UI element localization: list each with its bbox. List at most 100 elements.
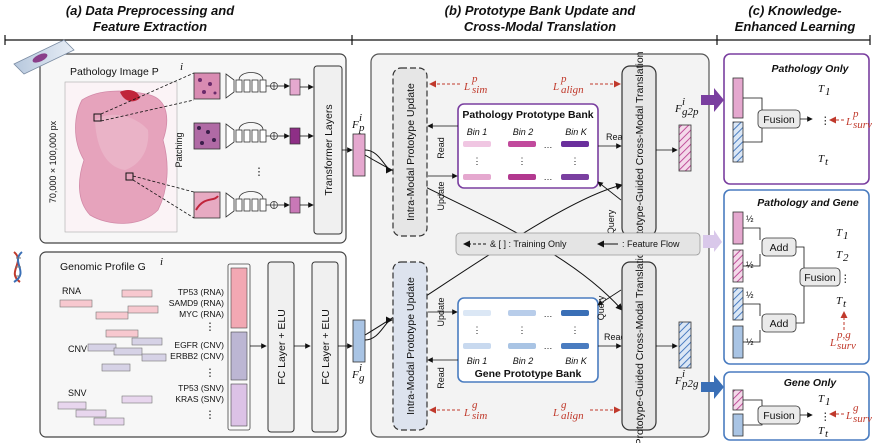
gene-only-title: Gene Only: [784, 377, 838, 389]
svg-text:⋮: ⋮: [571, 156, 580, 166]
update-label-p: Update: [436, 181, 446, 210]
loss-align-g: L: [552, 407, 559, 419]
loss-surv-p: L: [845, 116, 852, 128]
panel-a-pathology: Pathology Image P i 70,000 × 100,000 px …: [13, 39, 347, 244]
fg-sub: g: [359, 372, 365, 384]
panel-a-genomic: Genomic Profile G i RNA CNV SNV: [13, 251, 347, 438]
intra-modal-label-p: Intra-Modal Prototype Update: [405, 83, 417, 221]
intra-modal-label-g: Intra-Modal Prototype Update: [405, 277, 417, 415]
svg-text:surv: surv: [837, 340, 856, 352]
svg-text:g: g: [853, 402, 859, 414]
bin-label: Bin 1: [467, 356, 488, 366]
read-label-p2: Read: [606, 132, 628, 142]
rna-label: RNA: [62, 286, 81, 296]
svg-text:⋮: ⋮: [820, 411, 831, 423]
patch-ellipsis: ⋮: [254, 166, 265, 178]
patch-1: [193, 72, 221, 100]
translation-label-p: Prototype-Guided Cross-Modal Translation: [634, 51, 646, 250]
gene-names: TP53 (RNA) SAMD9 (RNA) MYC (RNA) EGFR (C…: [169, 287, 224, 421]
legend-training-only: & [ ] : Training Only: [490, 239, 567, 249]
fc-layer-2: [311, 261, 339, 433]
svg-text:t: t: [843, 298, 847, 310]
bin-label: Bin 2: [513, 127, 534, 137]
patch-2: [193, 122, 221, 150]
header-a-line2: Feature Extraction: [93, 19, 207, 34]
tissue-image: [64, 81, 178, 233]
fusion-label: Fusion: [763, 410, 795, 422]
update-label-g: Update: [436, 297, 446, 326]
snv-bars: [57, 395, 153, 426]
genomic-vector: [227, 263, 251, 431]
fp2g-sub: p2g: [681, 378, 699, 390]
svg-text:surv: surv: [853, 119, 872, 131]
loss-sim-p-sup: p: [471, 73, 478, 85]
legend-feature-flow: : Feature Flow: [622, 239, 680, 249]
panel-c-gene-only: Gene Only Fusion T 1 ⋮ T t L surv g: [723, 371, 872, 441]
fg2p-vector: [678, 124, 692, 172]
section-headers: (a) Data Preprocessing and Feature Extra…: [4, 3, 871, 45]
svg-text:⋮: ⋮: [205, 367, 216, 379]
fc-layer-1: [267, 261, 295, 433]
loss-sim-g-sub: sim: [472, 410, 487, 422]
svg-text:…: …: [544, 309, 553, 319]
svg-text:T: T: [818, 393, 825, 405]
svg-text:T: T: [836, 227, 843, 239]
loss-sim-p: L: [463, 81, 470, 93]
svg-text:½: ½: [746, 214, 754, 224]
svg-text:⋮: ⋮: [205, 321, 216, 333]
fg2p-label: F: [674, 103, 682, 115]
loss-sim-g-sup: g: [472, 399, 478, 411]
slide-icon: [13, 39, 75, 75]
t1: T: [818, 83, 825, 95]
query-label-g: Query: [596, 295, 606, 320]
svg-text:1: 1: [825, 86, 831, 98]
bin-label: Bin 2: [513, 356, 534, 366]
patch-3: [193, 191, 221, 219]
loss-surv-pg: L: [829, 337, 836, 349]
bin-label: Bin 1: [467, 127, 488, 137]
genomic-sup: i: [160, 256, 163, 268]
header-a-line1: (a) Data Preprocessing and: [66, 3, 235, 18]
fg-label: F: [351, 369, 359, 381]
read-label-g: Read: [436, 367, 446, 389]
gene-name: TP53 (SNV): [178, 383, 224, 393]
tt: T: [818, 153, 825, 165]
pathology-image-label: Pathology Image P: [70, 66, 159, 78]
intra-modal-update-pathology: [392, 67, 428, 237]
svg-text:p,g: p,g: [836, 329, 851, 341]
patch-feature-2: [289, 127, 301, 145]
loss-sim-p-sub: sim: [472, 84, 487, 96]
svg-text:⋮: ⋮: [473, 156, 482, 166]
svg-text:…: …: [544, 140, 553, 150]
svg-text:⋮: ⋮: [518, 156, 527, 166]
loss-align-p-sup: p: [560, 73, 567, 85]
panel-b: F p i F g i Intra-Modal Prototype Update…: [338, 51, 710, 443]
header-c-line1: (c) Knowledge-: [748, 3, 841, 18]
svg-text:T: T: [836, 295, 843, 307]
fc2-label: FC Layer + ELU: [320, 309, 332, 385]
gene-prototypes: ⋮ ⋮ ⋮ … …: [463, 309, 589, 351]
gene-name: MYC (RNA): [179, 309, 224, 319]
pathology-prototypes: ⋮ ⋮ ⋮ … …: [463, 140, 589, 182]
header-c-line2: Enhanced Learning: [735, 19, 856, 34]
cnv-label: CNV: [68, 344, 87, 354]
patch-feature-1: [289, 78, 301, 96]
fusion-label: Fusion: [763, 114, 795, 126]
patch-feature-3: [289, 196, 301, 214]
translation-label-g: Prototype-Guided Cross-Modal Translation: [634, 246, 646, 443]
pathology-gene-title: Pathology and Gene: [757, 197, 859, 209]
fg-vector: [352, 319, 366, 363]
fp-sub: p: [358, 122, 365, 134]
fc1-label: FC Layer + ELU: [276, 309, 288, 385]
gene-name: TP53 (RNA): [178, 287, 224, 297]
loss-align-g-sub: align: [561, 410, 584, 422]
resnet-blocks: [225, 72, 278, 218]
loss-align-p-sub: align: [561, 84, 584, 96]
svg-text:…: …: [544, 172, 553, 182]
loss-align-p: L: [552, 81, 559, 93]
header-b-line1: (b) Prototype Bank Update and: [445, 3, 637, 18]
fg2p-sup: i: [682, 96, 685, 108]
rna-bars: [59, 289, 159, 338]
svg-text:⋮: ⋮: [473, 325, 482, 335]
dna-icon: [13, 251, 23, 283]
